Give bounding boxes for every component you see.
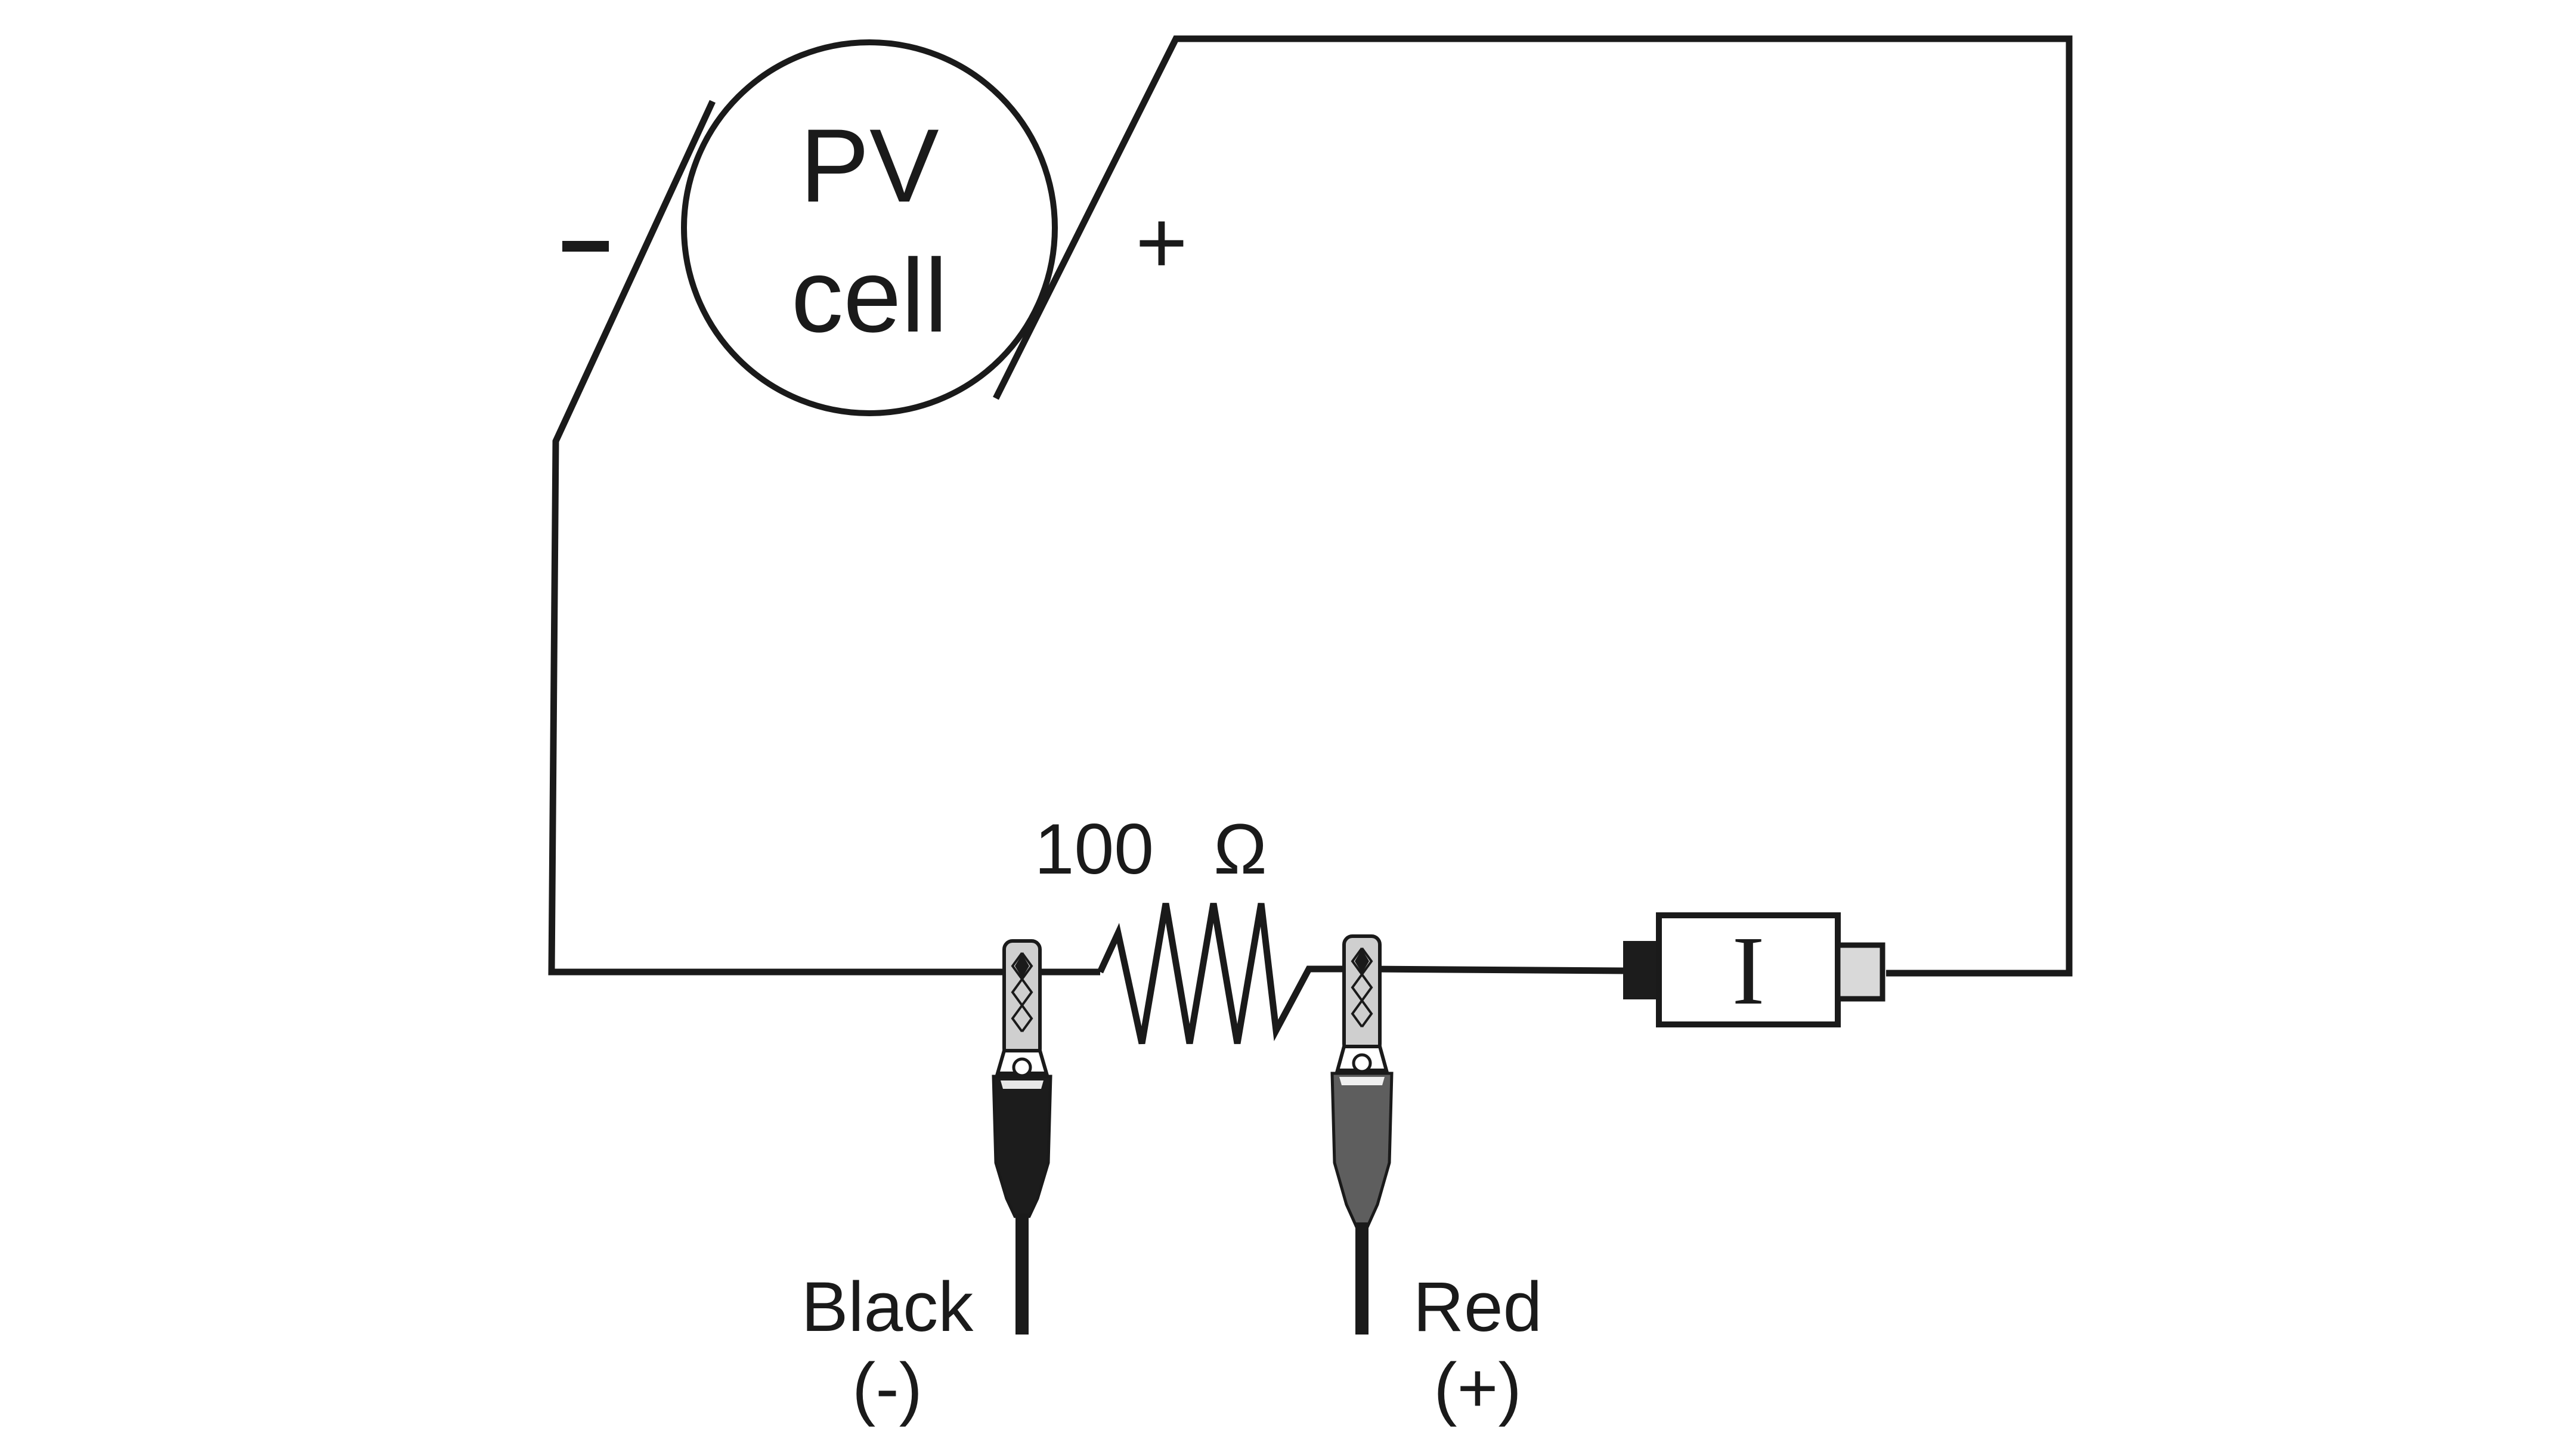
resistor-zigzag xyxy=(1097,903,1368,1045)
red-probe-clip-highlight xyxy=(1339,1077,1385,1085)
red-probe-jaw-pattern xyxy=(1351,947,1373,1028)
black-probe xyxy=(992,939,1052,1335)
black-probe-jaw-pattern xyxy=(1011,952,1033,1033)
middle-wire xyxy=(1368,965,1624,974)
pv-cell-label-line1: PV xyxy=(800,108,939,224)
negative-terminal-sign xyxy=(562,241,609,252)
black-probe-label: Black xyxy=(801,1268,974,1346)
top-right-wire xyxy=(993,35,2073,977)
red-probe-clip-body xyxy=(1330,1072,1394,1230)
red-probe-ring xyxy=(1352,1053,1372,1073)
pv-cell-circle xyxy=(681,39,1058,416)
black-probe-polarity: (-) xyxy=(852,1349,922,1428)
red-probe-label: Red xyxy=(1413,1268,1542,1346)
black-probe-clip-body xyxy=(992,1075,1052,1218)
black-probe-arrow xyxy=(1015,954,1029,978)
red-probe xyxy=(1330,934,1394,1335)
left-wire xyxy=(548,100,1100,976)
red-probe-polarity: (+) xyxy=(1433,1349,1522,1428)
ammeter-symbol: I xyxy=(1732,916,1765,1025)
ammeter-light-terminal xyxy=(1835,942,1885,1002)
pv-cell: PV cell xyxy=(681,39,1058,416)
black-probe-ring xyxy=(1012,1057,1032,1078)
ammeter: I xyxy=(1623,912,1885,1027)
red-probe-arrow xyxy=(1355,949,1369,973)
black-probe-clip-highlight xyxy=(1001,1080,1044,1089)
ammeter-black-terminal xyxy=(1623,941,1659,999)
resistor-unit-omega: Ω xyxy=(1213,809,1267,889)
resistor-label: 100 xyxy=(1035,809,1154,889)
pv-cell-label-line2: cell xyxy=(791,238,948,354)
positive-terminal-sign: + xyxy=(1135,192,1188,292)
